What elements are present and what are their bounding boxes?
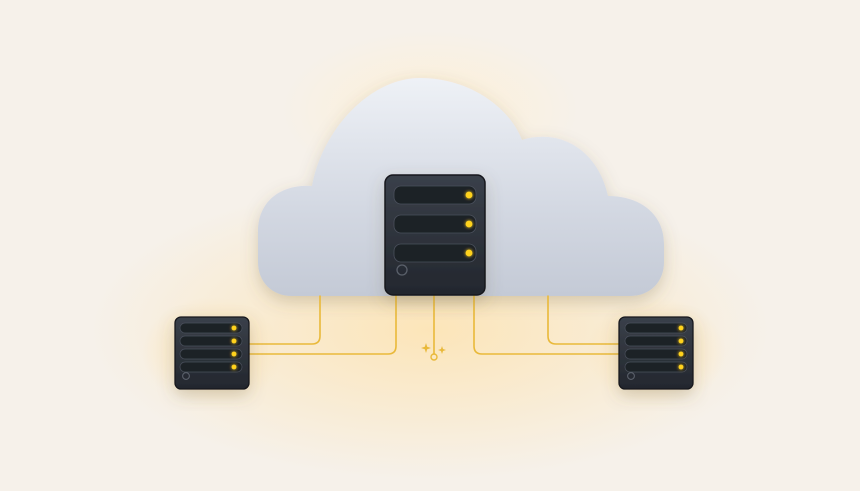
central-server-slot-2: [393, 214, 477, 234]
right-server-icon: [618, 316, 694, 390]
central-server-slot-3: [393, 243, 477, 263]
wire-left-inner: [248, 295, 397, 355]
sparkle-icon: [421, 343, 446, 354]
central-server-power-icon: [396, 264, 408, 276]
wire-endpoint: [430, 353, 438, 361]
central-server-led-2: [465, 220, 473, 228]
left-server-icon: [174, 316, 250, 390]
wire-right-inner: [473, 295, 620, 355]
connector-lines: [248, 295, 620, 355]
central-server-led-3: [465, 249, 473, 257]
central-server-icon: [384, 174, 486, 296]
central-server-led-1: [465, 191, 473, 199]
wire-right-outer: [547, 295, 620, 345]
wire-left-outer: [248, 295, 321, 345]
central-server-slot-1: [393, 185, 477, 205]
